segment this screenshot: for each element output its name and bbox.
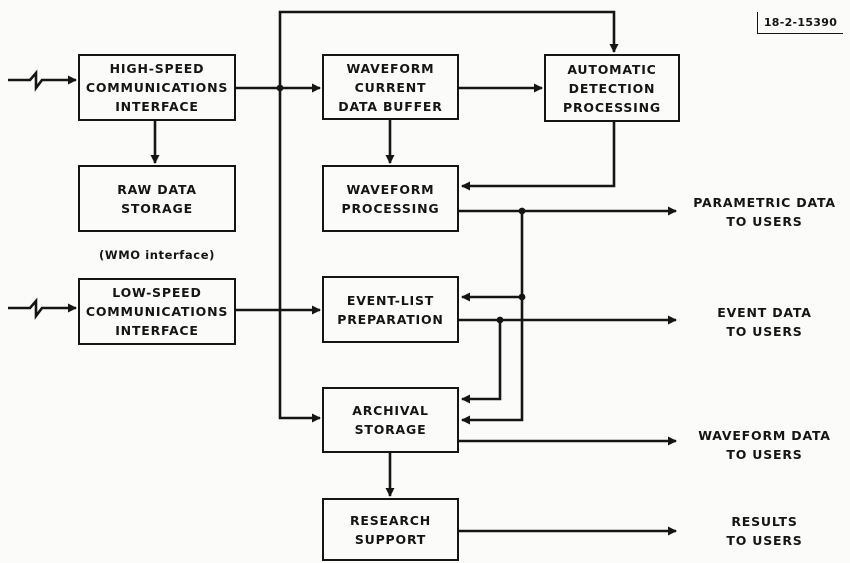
waveform-buffer-box: WAVEFORM CURRENT DATA BUFFER <box>322 54 459 120</box>
low-speed-interface-box: LOW-SPEED COMMUNICATIONS INTERFACE <box>78 278 236 345</box>
event-list-label: EVENT-LIST PREPARATION <box>337 292 444 327</box>
parametric-branch-line <box>461 211 524 425</box>
main-trunk-line <box>278 10 619 88</box>
trunk-to-archive-line <box>278 88 321 423</box>
junction-dot <box>518 207 526 215</box>
high-speed-interface-box: HIGH-SPEED COMMUNICATIONS INTERFACE <box>78 54 236 121</box>
raw-data-storage-label: RAW DATA STORAGE <box>117 181 197 216</box>
low-speed-input-line <box>8 297 77 320</box>
waveform-processing-box: WAVEFORM PROCESSING <box>322 165 459 232</box>
high-speed-interface-label: HIGH-SPEED COMMUNICATIONS INTERFACE <box>85 61 229 114</box>
junction-dot <box>276 84 284 92</box>
figure-id-label: 18-2-15390 <box>757 12 843 34</box>
research-support-box: RESEARCH SUPPORT <box>322 498 459 561</box>
raw-data-storage-box: RAW DATA STORAGE <box>78 165 236 232</box>
low-speed-interface-label: LOW-SPEED COMMUNICATIONS INTERFACE <box>85 285 229 338</box>
junction-dot <box>518 293 526 301</box>
event-output-label: EVENT DATA TO USERS <box>717 305 812 339</box>
archival-storage-label: ARCHIVAL STORAGE <box>352 403 429 437</box>
high-speed-input-line <box>8 69 77 92</box>
waveform-processing-label: WAVEFORM PROCESSING <box>341 181 440 216</box>
waveform-buffer-label: WAVEFORM CURRENT DATA BUFFER <box>338 60 443 114</box>
archival-storage-box: ARCHIVAL STORAGE <box>322 387 459 453</box>
research-support-label: RESEARCH SUPPORT <box>349 512 432 547</box>
event-list-box: EVENT-LIST PREPARATION <box>322 276 459 343</box>
wmo-interface-label: (WMO interface) <box>99 248 215 262</box>
junction-dot <box>496 316 504 324</box>
automatic-detection-label: AUTOMATIC DETECTION PROCESSING <box>563 61 661 115</box>
eventlist-to-archive-line <box>461 320 502 404</box>
automatic-detection-box: AUTOMATIC DETECTION PROCESSING <box>544 54 680 122</box>
detection-to-processing-line <box>461 122 616 191</box>
results-output-label: RESULTS TO USERS <box>726 514 803 548</box>
waveform-output-label: WAVEFORM DATA TO USERS <box>698 428 831 462</box>
parametric-output-label: PARAMETRIC DATA TO USERS <box>693 195 836 229</box>
